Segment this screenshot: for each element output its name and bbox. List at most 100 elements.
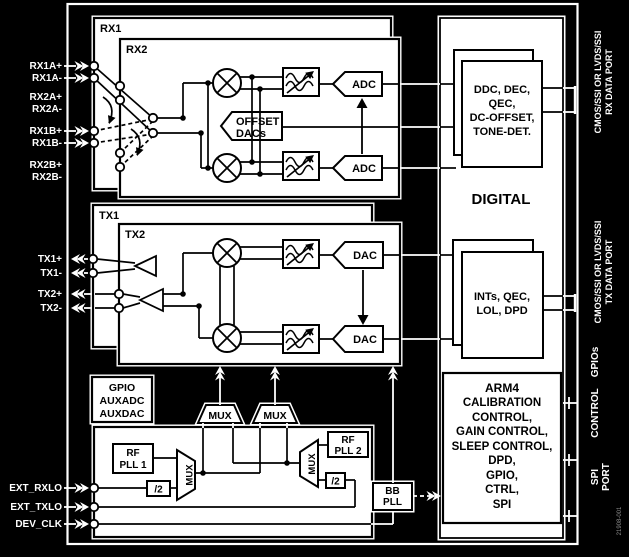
rx-section: RX1 RX2 (91, 15, 402, 200)
rx-data-port-label-line2: RX DATA PORT (604, 49, 614, 115)
adc-2-block (331, 155, 383, 181)
spi-port-label-line1: SPI (590, 469, 601, 485)
rx-dsp-line-2: QEC, (489, 98, 516, 110)
arm-line-7: GPIO, (486, 470, 518, 482)
tx-data-port-label-line1: CMOS/SSI OR LVDS/SSI (593, 221, 603, 324)
pin-tx2-p: TX2+ (38, 289, 62, 300)
arm-line-3: CONTROL, (472, 412, 532, 424)
terminal-circles (87, 60, 159, 530)
synth-junction-dots (200, 460, 290, 476)
rf-pll2-line2: PLL 2 (334, 446, 361, 457)
pin-labels: RX1A+ RX1A- RX2A+ RX2A- RX1B+ RX1B- RX2B… (9, 61, 63, 530)
adc-2-label: ADC (352, 163, 376, 175)
rx-data-port-label-line1: CMOS/SSI OR LVDS/SSI (593, 31, 603, 134)
rx-junction-dots (180, 74, 263, 177)
tx-filter-2 (282, 324, 320, 354)
pin-rx2b-n: RX2B- (32, 172, 62, 183)
bb-pll-line2: PLL (383, 497, 402, 508)
tx2-amp (137, 287, 164, 313)
tx-mixer-1 (212, 238, 242, 268)
rx1-label: RX1 (100, 23, 121, 35)
rx-filter-1 (282, 67, 320, 97)
arm-line-2: CALIBRATION (463, 397, 541, 409)
rx-filter-2 (282, 151, 320, 181)
rf-pll2-line1: RF (341, 435, 354, 446)
tx-filter-1 (282, 239, 320, 269)
rf-pll1-block (112, 443, 154, 474)
gpio-aux-box: GPIO AUXADC AUXDAC (89, 374, 155, 425)
rx-mixer-2 (212, 153, 242, 183)
arm-line-4: GAIN CONTROL, (456, 426, 548, 438)
pin-dev-clk: DEV_CLK (15, 519, 62, 530)
rx-wires (157, 76, 399, 175)
rx-input-switch (93, 65, 154, 168)
pin-rx1b-p: RX1B+ (29, 126, 62, 137)
tx-junction-dots (180, 291, 202, 309)
arm-line-9: SPI (493, 499, 512, 511)
rx-mixer-1 (212, 68, 242, 98)
dac-2-label: DAC (353, 334, 377, 346)
control-port-label: CONTROL (590, 388, 601, 437)
gpios-port-label: GPIOs (590, 346, 601, 377)
pin-tx1-n: TX1- (40, 268, 62, 279)
rx-dsp-line-1: DDC, DEC, (474, 84, 530, 96)
figure-number: 21908-001 (617, 506, 623, 535)
adc-1-block (331, 71, 383, 97)
arm-block (441, 371, 563, 525)
white-wires (202, 83, 578, 525)
pin-ext-rxlo: EXT_RXLO (9, 483, 62, 494)
lo-mux-a: MUX (194, 402, 246, 426)
pin-rx1b-n: RX1B- (32, 138, 62, 149)
chip-boundary (66, 2, 579, 546)
adc-1-label: ADC (352, 79, 376, 91)
digital-section: DDC, DEC, QEC, DC-OFFSET, TONE-DET. DIGI… (437, 15, 566, 541)
rx-dsp-line-4: TONE-DET. (473, 126, 531, 138)
pin-rx1a-p: RX1A+ (29, 61, 62, 72)
rx-dsp-line-3: DC-OFFSET, (470, 112, 535, 124)
arm-line-8: CTRL, (485, 484, 519, 496)
pin-ext-txlo: EXT_TXLO (10, 502, 62, 513)
pin-tx2-n: TX2- (40, 303, 62, 314)
tx-mixer-2 (212, 323, 242, 353)
tx-dsp-line-1: INTs, QEC, (474, 291, 530, 303)
offset-dacs-line1: OFFSET (236, 116, 280, 128)
lo-mux-right-label: MUX (307, 453, 318, 475)
gpio-line1: GPIO (109, 382, 135, 394)
lo-mux-right-block (299, 438, 319, 489)
div2-right-label: /2 (331, 477, 340, 488)
pin-rx2a-p: RX2A+ (29, 92, 62, 103)
lo-mux-b: MUX (249, 402, 301, 426)
div2-left-block (146, 480, 171, 497)
left-pins: RX1A+ RX1A- RX2A+ RX2A- RX1B+ RX1B- RX2B… (9, 61, 92, 530)
gpio-line3: AUXDAC (100, 408, 145, 420)
tx-dsp-card (461, 251, 544, 359)
arm-line-1: ARM4 (485, 381, 519, 395)
rf-pll2-block (327, 431, 369, 458)
tx1-label: TX1 (99, 210, 119, 222)
arm-line-6: DPD, (488, 455, 515, 467)
bb-pll: BB PLL (370, 480, 415, 513)
rx-dsp-card (461, 60, 543, 168)
tx2-label: TX2 (125, 229, 145, 241)
tx1-amp (132, 254, 157, 278)
right-port-labels: CMOS/SSI OR LVDS/SSI RX DATA PORT CMOS/S… (590, 31, 623, 536)
dac-2-block (331, 325, 384, 353)
lo-mux-b-label: MUX (263, 410, 286, 422)
gpio-box (90, 375, 154, 424)
div2-right-block (325, 472, 346, 489)
lo-mux-left-label: MUX (185, 464, 196, 486)
tx-section: TX1 TX2 (90, 202, 403, 367)
pin-rx2b-p: RX2B+ (29, 160, 62, 171)
tx-wires (95, 246, 400, 345)
arm-line-5: SLEEP CONTROL, (452, 441, 553, 453)
pin-rx1a-n: RX1A- (32, 73, 62, 84)
lo-mux-left-block (176, 448, 196, 502)
spi-port-label-line2: PORT (601, 463, 612, 491)
rf-pll1-line2: PLL 1 (119, 460, 146, 471)
synth-wires (98, 428, 371, 525)
lo-mux-a-label: MUX (208, 410, 231, 422)
gpio-line2: AUXADC (100, 395, 145, 407)
bb-pll-line1: BB (385, 486, 399, 497)
